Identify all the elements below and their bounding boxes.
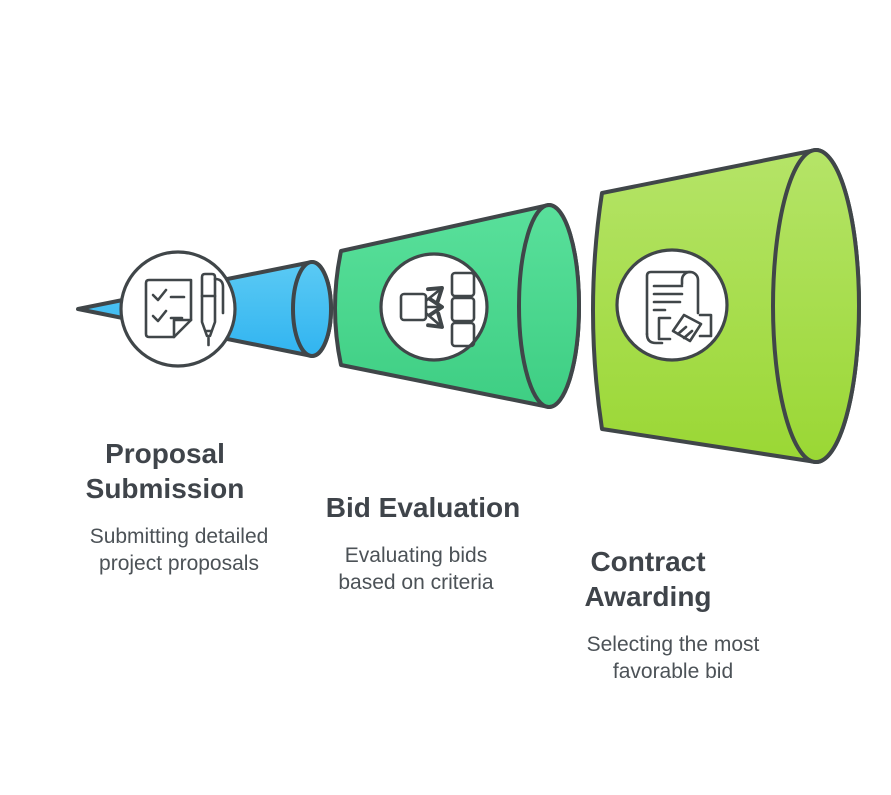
stage-3-icon-badge: [615, 248, 729, 362]
stage-2-description-block: Evaluating bids based on criteria: [324, 542, 509, 597]
stage-3-title: Contract Awarding: [584, 546, 712, 612]
stage-1-label: Proposal Submission: [65, 436, 265, 506]
stage-3-label: Contract Awarding: [568, 544, 728, 614]
stage-3-cone-cap: [771, 148, 861, 464]
stage-1-icon-badge: [119, 250, 237, 368]
stage-2-title: Bid Evaluation: [325, 492, 521, 523]
stage-2-cone-cap: [517, 203, 581, 409]
stage-3-description: Selecting the most favorable bid: [586, 633, 760, 684]
checklist-pen-icon: [144, 272, 225, 347]
stage-1-description-block: Submitting detailed project proposals: [74, 523, 284, 578]
stage-3-description-block: Selecting the most favorable bid: [573, 631, 773, 686]
stage-1-title: Proposal Submission: [85, 438, 245, 504]
contract-handshake-icon: [645, 270, 713, 345]
stage-1-cone-cap: [291, 260, 333, 358]
stage-2-icon-badge: [379, 252, 489, 362]
stage-2-description: Evaluating bids based on criteria: [338, 544, 494, 595]
stage-2-label: Bid Evaluation: [293, 490, 553, 525]
stage-1-description: Submitting detailed project proposals: [89, 525, 269, 576]
branching-options-icon: [399, 271, 476, 348]
